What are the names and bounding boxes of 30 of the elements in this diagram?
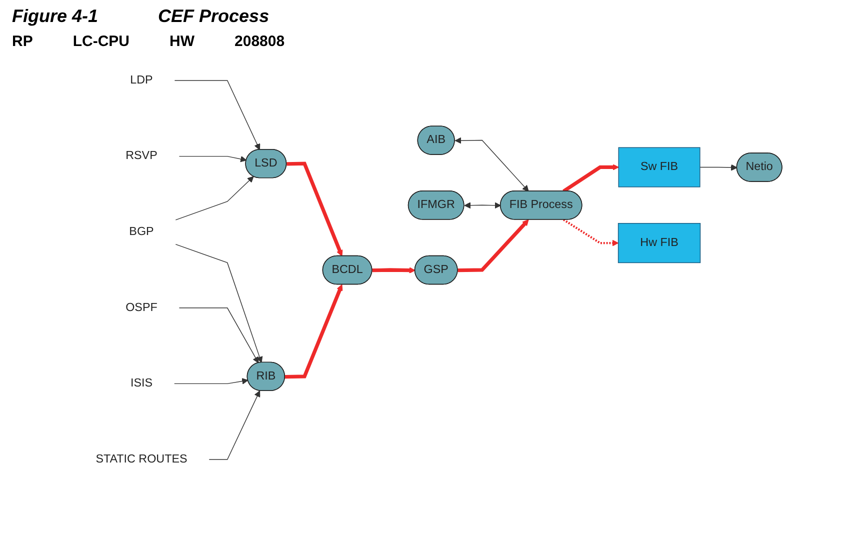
arrow	[175, 244, 263, 363]
arrow	[208, 390, 260, 460]
arrow	[286, 162, 343, 256]
node-box: Hw FIB	[618, 222, 701, 264]
arrow	[175, 176, 254, 220]
arrow	[700, 164, 738, 171]
arrow	[458, 219, 529, 272]
arrow	[174, 378, 248, 384]
node-text: BGP	[129, 226, 154, 238]
column-heading: RP	[12, 33, 33, 50]
column-heading: LC-CPU	[72, 33, 130, 50]
arrow	[285, 284, 343, 379]
column-heading: 208808	[234, 33, 285, 50]
arrow	[178, 308, 259, 364]
node-text: OSPF	[126, 301, 158, 314]
figure-title: CEF Process	[158, 6, 270, 27]
arrow	[464, 202, 502, 209]
node-box: Sw FIB	[618, 147, 700, 188]
arrow	[178, 156, 247, 162]
arrow	[372, 267, 416, 274]
node-text: ISIS	[130, 377, 153, 390]
node-text: RSVP	[126, 150, 158, 162]
arrow	[562, 164, 620, 193]
node-text: STATIC ROUTES	[96, 452, 188, 466]
column-heading: HW	[170, 33, 195, 50]
arrow	[563, 218, 619, 246]
node-text: LDP	[130, 74, 153, 86]
arrow	[174, 80, 260, 150]
figure-number: Figure 4-1	[12, 6, 98, 27]
arrow	[454, 137, 529, 192]
